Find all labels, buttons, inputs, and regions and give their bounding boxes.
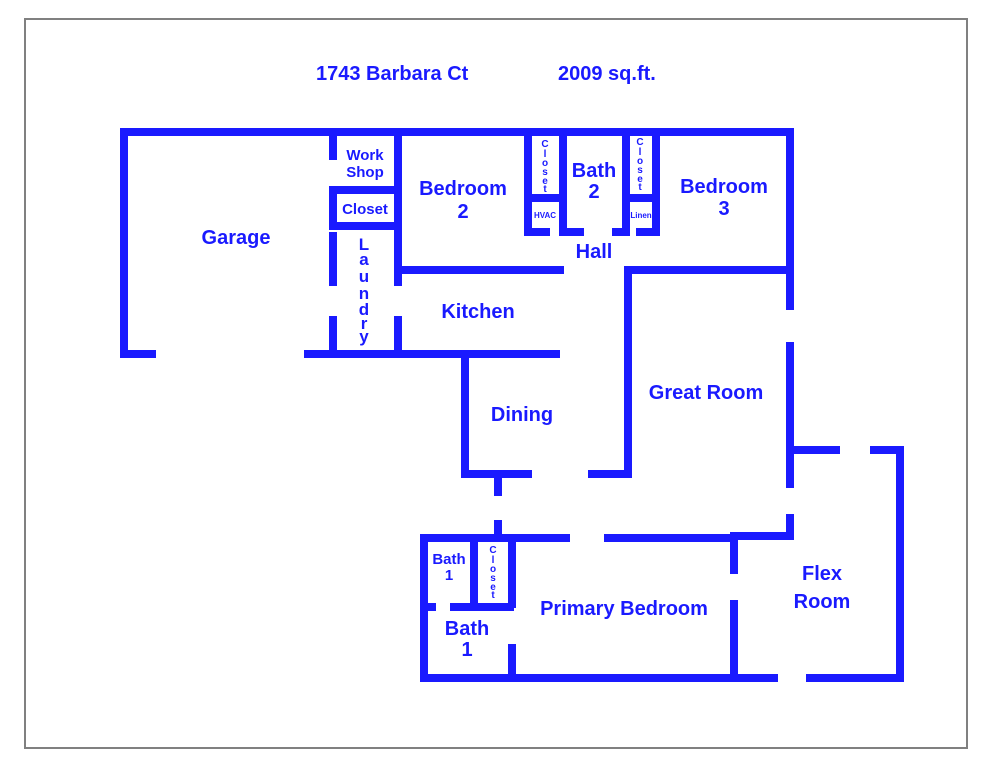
room-label-hall: Hall — [576, 241, 613, 263]
area-text: 2009 sq.ft. — [558, 63, 656, 85]
room-label-closet-primary-6: t — [491, 590, 495, 601]
walls — [120, 128, 904, 682]
room-label-bath2-num: 2 — [588, 181, 599, 203]
wall-closet-b2-right — [559, 128, 584, 236]
room-label-laundry-2: a — [359, 250, 369, 269]
wall-closet-b2 — [524, 128, 550, 236]
room-label-closet-b3-1: C — [636, 137, 643, 148]
room-label-kitchen: Kitchen — [441, 301, 514, 323]
wall-flex-stub — [730, 514, 794, 540]
room-label-linen: Linen — [630, 211, 651, 220]
room-label-closet-b3-3: o — [637, 156, 643, 167]
room-label-closet-b3-4: s — [637, 165, 643, 176]
room-label-bath1-small-num: 1 — [445, 567, 453, 584]
room-label-closet-primary-1: C — [489, 545, 496, 556]
room-label-hvac: HVAC — [534, 211, 556, 220]
room-label-bath1-small: Bath — [432, 551, 465, 568]
room-label-closet-b2-2: l — [544, 149, 547, 160]
wall-flex-right — [806, 446, 904, 682]
room-label-shop: Shop — [346, 164, 384, 181]
room-label-bath1-large: Bath — [445, 618, 489, 640]
room-label-closet-b2-3: o — [542, 158, 548, 169]
room-label-laundry-3: u — [359, 267, 369, 286]
room-label-work: Work — [346, 147, 384, 164]
wall-garage-outer — [120, 128, 794, 358]
room-label-closet-garage: Closet — [342, 201, 388, 218]
room-label-laundry-4: n — [359, 284, 369, 303]
room-label-closet-b3-2: l — [639, 147, 642, 158]
wall-closet-b3-right — [636, 128, 660, 236]
room-label-flex-room: Room — [794, 591, 851, 613]
room-label-closet-b2-6: t — [543, 184, 547, 195]
room-label-closet-primary-2: l — [492, 555, 495, 566]
room-label-bath1-large-num: 1 — [461, 639, 472, 661]
room-label-flex: Flex — [802, 563, 842, 585]
room-label-closet-b3-6: t — [638, 182, 642, 193]
room-label-bedroom3: Bedroom — [680, 176, 768, 198]
wall-dining — [461, 350, 532, 478]
room-label-laundry-1: L — [359, 235, 369, 254]
room-label-bedroom2: Bedroom — [419, 178, 507, 200]
room-label-laundry-7: y — [359, 327, 369, 346]
wall-great-left — [588, 266, 632, 478]
plan-frame — [24, 18, 968, 749]
wall-closet-b3-left — [612, 128, 630, 236]
wall-primary-outer — [420, 534, 738, 682]
room-label-closet-b3-5: e — [637, 174, 643, 185]
room-label-laundry-5: d — [359, 300, 369, 319]
address-text: 1743 Barbara Ct — [316, 63, 469, 85]
room-label-bedroom2-num: 2 — [457, 201, 468, 223]
room-label-garage: Garage — [202, 227, 271, 249]
room-label-great-room: Great Room — [649, 382, 763, 404]
room-label-bath2: Bath — [572, 160, 616, 182]
room-label-closet-b2-4: s — [542, 167, 548, 178]
room-label-closet-b2-5: e — [542, 176, 548, 187]
room-label-dining: Dining — [491, 404, 553, 426]
room-label-closet-primary-4: s — [490, 573, 496, 584]
room-label-closet-b2-1: C — [541, 139, 548, 150]
room-label-closet-primary-3: o — [490, 564, 496, 575]
room-label-primary-bedroom: Primary Bedroom — [540, 598, 708, 620]
room-label-laundry-6: r — [361, 314, 368, 333]
room-label-bedroom3-num: 3 — [718, 198, 729, 220]
room-label-closet-primary-5: e — [490, 582, 496, 593]
